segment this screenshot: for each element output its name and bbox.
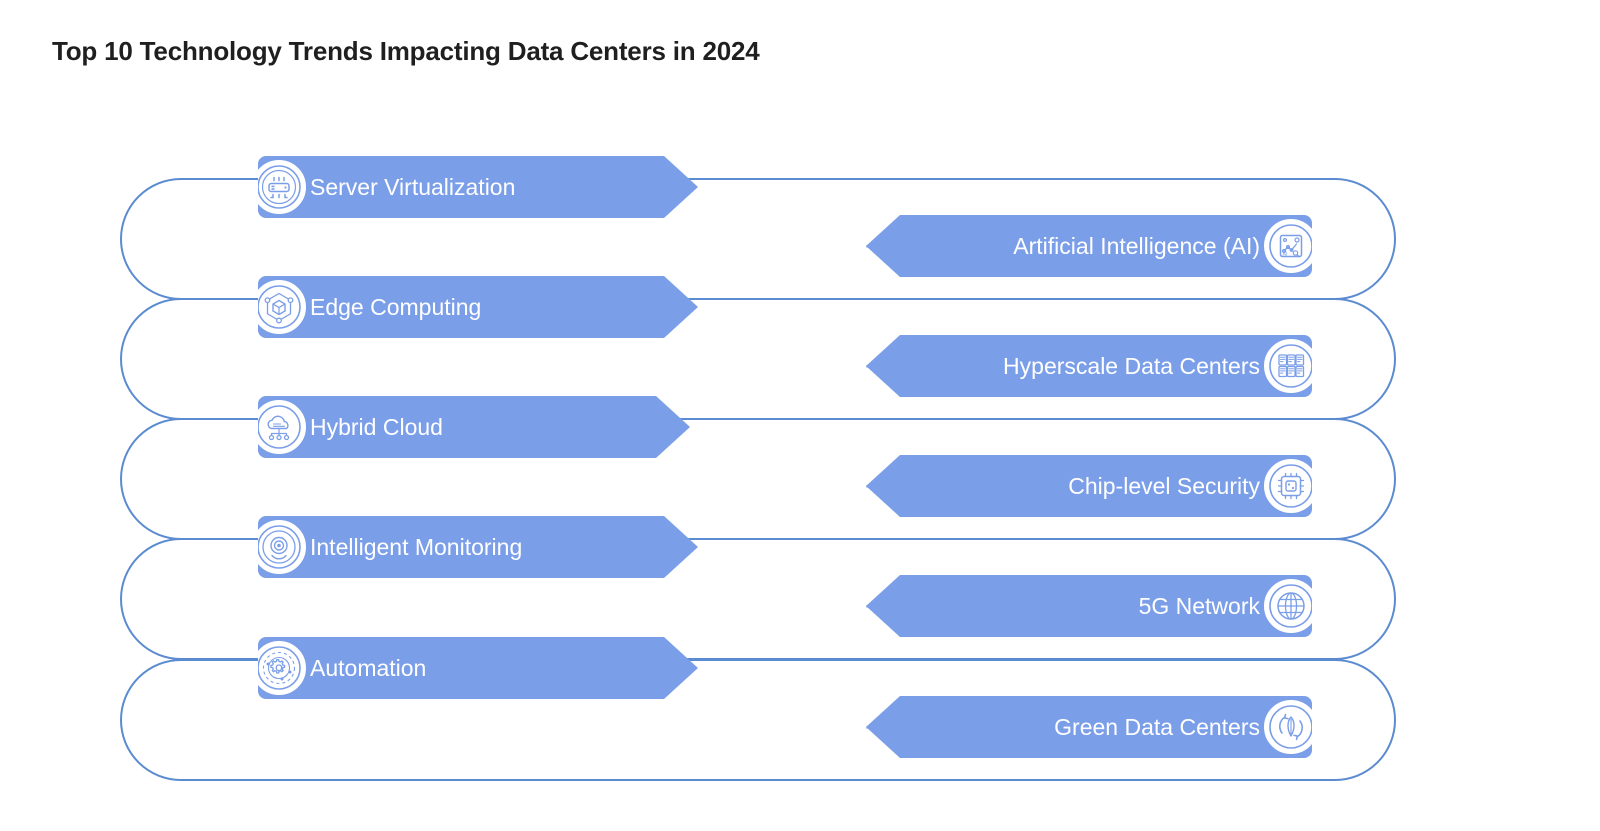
cpu-chip-icon — [1264, 459, 1312, 513]
trend-item-chip-level-security[interactable]: Chip-level Security — [866, 455, 1312, 517]
leaf-recycle-icon — [1264, 700, 1312, 754]
connector-track-5 — [120, 659, 1396, 781]
server-grid-icon — [1264, 339, 1312, 393]
trend-item-edge-computing[interactable]: Edge Computing — [258, 276, 698, 338]
trend-label: Edge Computing — [310, 293, 482, 320]
cloud-network-icon — [252, 400, 306, 454]
trend-label: Hyperscale Data Centers — [1003, 352, 1260, 379]
page-title: Top 10 Technology Trends Impacting Data … — [52, 36, 760, 66]
cube-network-icon — [252, 280, 306, 334]
trend-item-hybrid-cloud[interactable]: Hybrid Cloud — [258, 396, 690, 458]
trend-label: 5G Network — [1138, 592, 1260, 619]
trend-item-green-data-centers[interactable]: Green Data Centers — [866, 696, 1312, 758]
server-rack-icon — [252, 160, 306, 214]
trend-label: Hybrid Cloud — [310, 413, 443, 440]
trend-item-server-virtualization[interactable]: Server Virtualization — [258, 156, 698, 218]
trend-item-intelligent-monitoring[interactable]: Intelligent Monitoring — [258, 516, 698, 578]
trend-label: Green Data Centers — [1054, 713, 1260, 740]
svg-text:AI: AI — [1283, 252, 1288, 258]
ai-circuit-icon: AI — [1264, 219, 1312, 273]
trend-item-automation[interactable]: Automation — [258, 637, 698, 699]
globe-icon — [1264, 579, 1312, 633]
trend-label: Server Virtualization — [310, 173, 516, 200]
trend-label: Automation — [310, 654, 427, 681]
radar-target-icon — [252, 520, 306, 574]
trend-item-artificial-intelligence[interactable]: Artificial Intelligence (AI) AI — [866, 215, 1312, 277]
trend-item-5g-network[interactable]: 5G Network — [866, 575, 1312, 637]
trend-label: Artificial Intelligence (AI) — [1013, 232, 1260, 259]
trend-label: Chip-level Security — [1068, 472, 1260, 499]
trend-label: Intelligent Monitoring — [310, 533, 523, 560]
gear-orbit-icon — [252, 641, 306, 695]
trend-item-hyperscale-data-centers[interactable]: Hyperscale Data Centers — [866, 335, 1312, 397]
